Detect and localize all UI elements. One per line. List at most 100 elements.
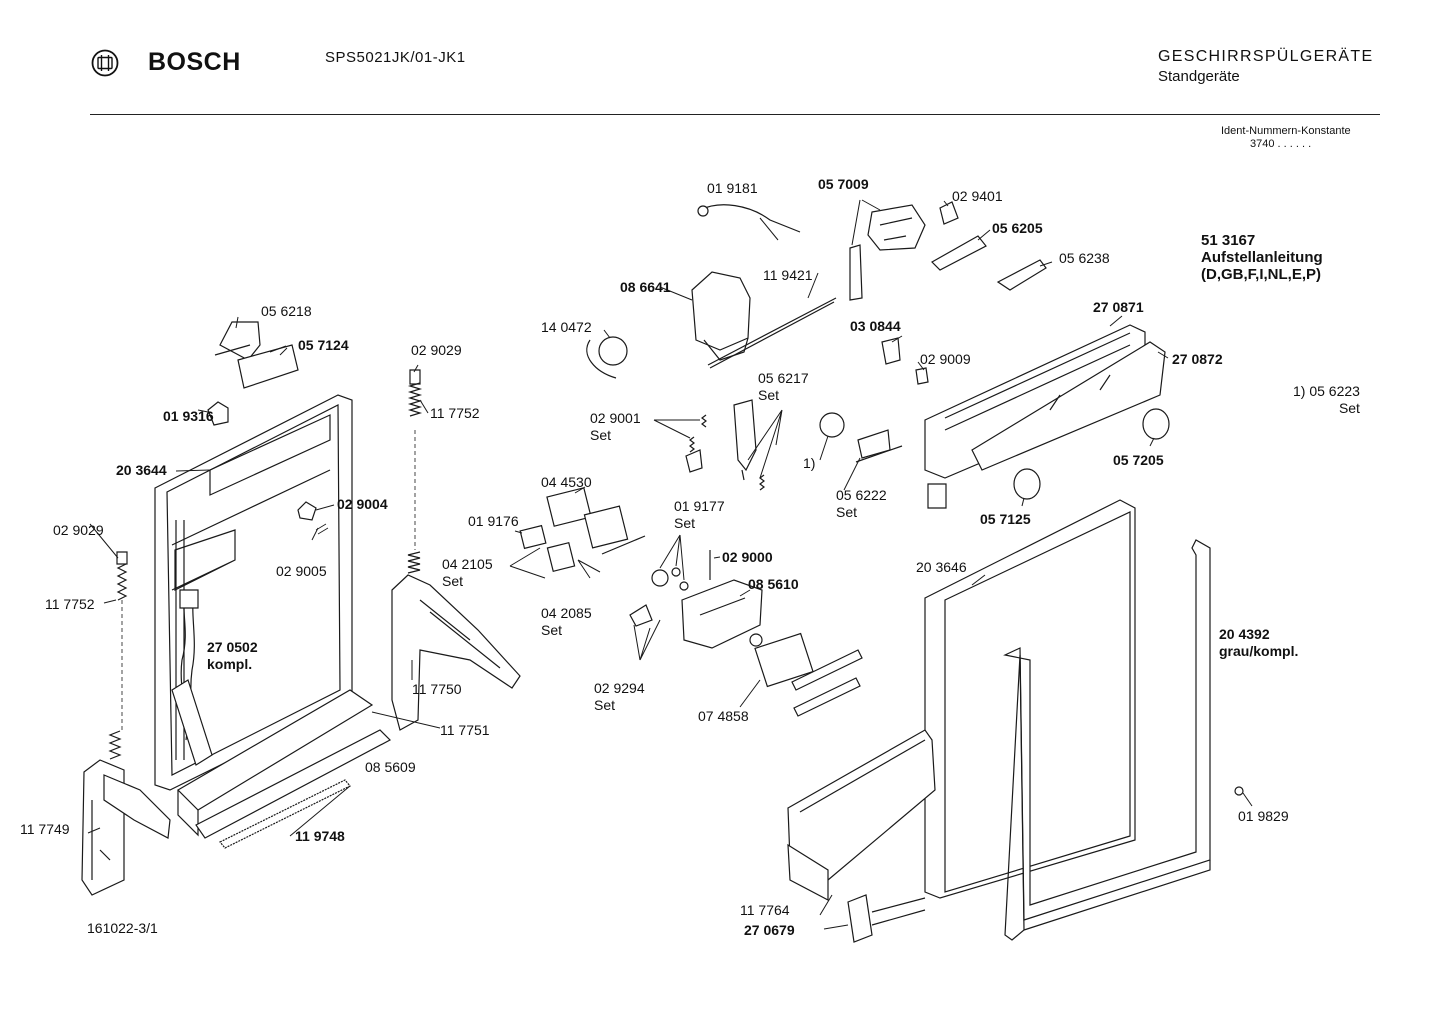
part-number: 27 0872: [1172, 351, 1223, 367]
model-number: SPS5021JK/01-JK1: [325, 49, 466, 66]
part-label: 02 9029: [411, 342, 462, 359]
part-label: 11 7752: [45, 596, 95, 613]
part-note: Set: [541, 622, 563, 638]
part-label: 05 7205: [1113, 452, 1164, 469]
door-inner-panel: [155, 395, 352, 790]
part-number: 08 5610: [748, 576, 799, 592]
knob-057205: [1143, 409, 1169, 439]
spring-right: [408, 370, 420, 573]
part-label: 11 7749: [20, 821, 70, 838]
part-number: 11 7752: [45, 596, 95, 612]
seal-frame-074858: [755, 634, 813, 687]
part-number: 02 9004: [337, 496, 388, 512]
part-label: 27 0871: [1093, 299, 1144, 316]
part-number: 02 9401: [952, 188, 1003, 204]
part-label: 02 9004: [337, 496, 388, 513]
spring-left: [110, 552, 127, 759]
knob-057125: [1014, 469, 1040, 499]
part-note: grau/kompl.: [1219, 643, 1299, 659]
ident-value: 3740 . . . . . .: [1250, 138, 1312, 150]
part-number: 01 9177: [674, 498, 725, 514]
part-number: 20 4392: [1219, 626, 1270, 642]
part-number: 1) 05 6223: [1293, 383, 1360, 399]
part-note: kompl.: [207, 656, 253, 672]
part-label: 11 7752: [430, 405, 480, 422]
hinge-bracket-117750: [392, 575, 520, 730]
part-number: 04 2085: [541, 605, 592, 621]
part-note: Set: [1338, 400, 1360, 416]
part-label: 01 9176: [468, 513, 519, 530]
part-note: Set: [674, 515, 696, 531]
part-number: 05 6238: [1059, 250, 1110, 266]
bosch-logo-icon: [91, 49, 119, 77]
part-label: 05 7009: [818, 176, 869, 193]
clip-019316: [208, 402, 228, 425]
part-number: 01 9829: [1238, 808, 1289, 824]
part-label: 02 9401: [952, 188, 1003, 205]
lever-029294: [630, 605, 652, 626]
part-number: 20 3646: [916, 559, 967, 575]
part-number: 04 4530: [541, 474, 592, 490]
program-timer-086641: [587, 205, 836, 378]
door-hinge-117749: [82, 760, 170, 895]
part-label: 11 7764: [740, 902, 790, 919]
part-number: 14 0472: [541, 319, 592, 335]
part-number: 08 5609: [365, 759, 416, 775]
part-label: 11 7750: [412, 681, 462, 698]
indicator-set-056217: [734, 400, 782, 490]
part-number: 07 4858: [698, 708, 749, 724]
relay-030844: [882, 338, 900, 364]
part-label: 02 9005: [276, 563, 327, 580]
part-number: 02 9009: [920, 351, 971, 367]
part-label: 05 7125: [980, 511, 1031, 528]
part-note: Set: [442, 573, 464, 589]
part-number: 05 6218: [261, 303, 312, 319]
part-number: 04 2105: [442, 556, 493, 572]
part-number: 02 9029: [411, 342, 462, 358]
part-number: 51 3167: [1201, 232, 1256, 249]
part-label: 08 5610: [748, 576, 799, 593]
part-number: 11 7751: [440, 722, 490, 738]
part-note: (D,GB,F,I,NL,E,P): [1201, 266, 1321, 283]
part-number: 03 0844: [850, 318, 901, 334]
part-number: 05 7125: [980, 511, 1031, 527]
part-label: 07 4858: [698, 708, 749, 725]
part-label: 20 3646: [916, 559, 967, 576]
part-number: 01 9181: [707, 180, 758, 196]
dispenser-085610: [652, 535, 762, 648]
part-label: 27 0679: [744, 922, 795, 939]
part-number: 05 7205: [1113, 452, 1164, 468]
ident-label: Ident-Nummern-Konstante: [1221, 125, 1351, 137]
part-label: 05 6238: [1059, 250, 1110, 267]
part-number: 02 9000: [722, 549, 773, 565]
part-number: 27 0679: [744, 922, 795, 938]
part-label: 02 9009: [920, 351, 971, 368]
door-latch-assembly: [215, 322, 298, 388]
part-number: 11 9748: [295, 828, 345, 844]
part-number: 05 6205: [992, 220, 1043, 236]
side-frame-204392: [1005, 540, 1210, 940]
part-label: 05 7124: [298, 337, 349, 354]
part-label: 08 5609: [365, 759, 416, 776]
part-label: 20 3644: [116, 462, 167, 479]
part-label: 27 0872: [1172, 351, 1223, 368]
part-number: 08 6641: [620, 279, 671, 295]
part-number: 27 0871: [1093, 299, 1144, 315]
part-number: 01 9176: [468, 513, 519, 529]
part-label: 02 9029: [53, 522, 104, 539]
drawing-code: 161022-3/1: [87, 920, 158, 936]
seals-044530: [510, 488, 645, 578]
part-label: 01 9829: [1238, 808, 1289, 825]
part-label: 05 6218: [261, 303, 312, 320]
part-number: 11 7750: [412, 681, 462, 697]
part-number: 02 9294: [594, 680, 645, 696]
gear-056222: [820, 413, 902, 462]
screw-019829: [1235, 787, 1243, 795]
part-note: Set: [594, 697, 616, 713]
